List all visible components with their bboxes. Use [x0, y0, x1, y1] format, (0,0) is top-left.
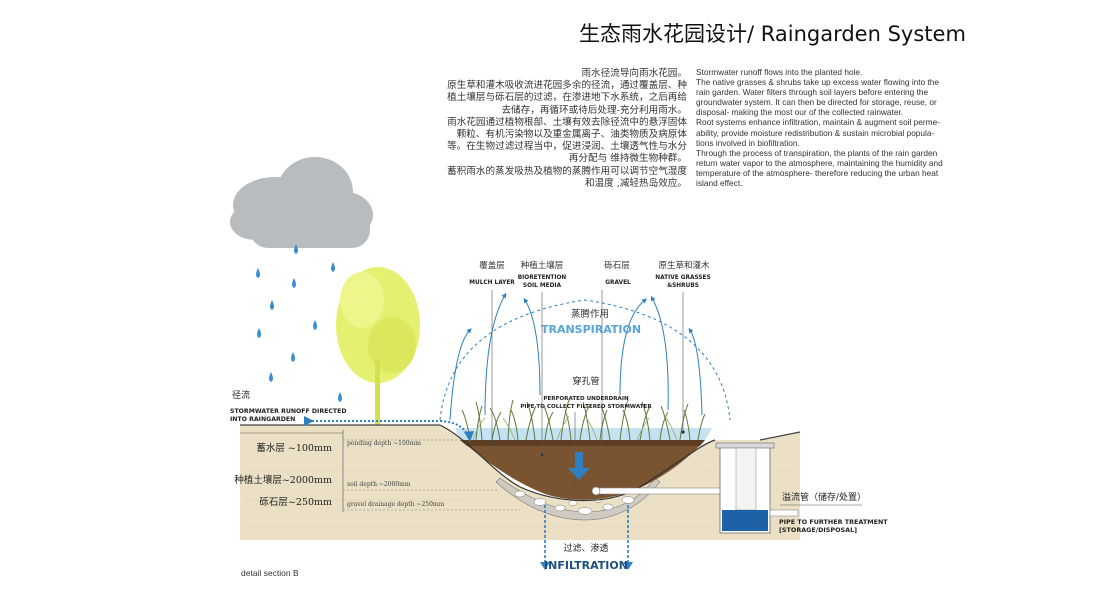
- runoff-label-2: INTO RAINGARDEN: [230, 416, 295, 423]
- infiltration-label-cn: 过滤、渗透: [563, 542, 608, 554]
- transpiration-dome: [439, 299, 731, 421]
- en-line: Stormwater runoff flows into the planted…: [696, 67, 863, 77]
- mulch-layer: [460, 440, 705, 446]
- soil-label-cn: 种植土壤层: [521, 260, 564, 271]
- cloud-icon: [230, 157, 373, 248]
- ponding-depth-label: ponding depth ~100mm: [347, 440, 421, 447]
- gravel-layer: [495, 477, 661, 521]
- cn-line: 雨水花园通过植物根部、土壤有效去除径流中的悬浮固体: [447, 116, 687, 128]
- page-title: 生态雨水花园设计/ Raingarden System: [579, 22, 966, 46]
- transpiration-arrows: [449, 292, 703, 421]
- mulch-label: MULCH LAYER: [469, 280, 515, 286]
- runoff-label-cn: 径流: [232, 389, 250, 401]
- ponding-water: [455, 428, 712, 440]
- en-line: return water vapor to the atmosphere, ma…: [696, 157, 943, 168]
- underdrain-label-cn: 穿孔管: [572, 375, 599, 387]
- transpiration-label: TRANSPIRATION: [541, 323, 641, 336]
- soil-label: BIORETENTION: [518, 275, 567, 281]
- down-arrow-icon: [568, 452, 590, 480]
- en-line: temperature of the atmosphere- therefore…: [696, 167, 939, 178]
- raindrop-icon: [270, 300, 274, 310]
- cn-line: 再分配与 维持微生物种群。: [568, 153, 687, 165]
- description-chinese: 雨水径流导向雨水花园。 原生草和灌木吸收流进花园多余的径流，通过覆盖层、种 植土…: [420, 68, 687, 190]
- cn-line: 蓄积雨水的蒸发吸热及植物的蒸腾作用可以调节空气湿度: [447, 165, 687, 177]
- ground-section: [240, 425, 800, 540]
- raindrop-icon: [331, 262, 335, 272]
- depth-annotations: 蓄水层 ~100mm ponding depth ~100mm 种植土壤层~20…: [234, 430, 520, 512]
- cn-line: 原生草和灌木吸收流进花园多余的径流，通过覆盖层、种: [447, 80, 687, 92]
- soil-label-2: SOIL MEDIA: [523, 283, 562, 289]
- overflow-structure: [715, 442, 799, 534]
- grasses-label: NATIVE GRASSES: [655, 275, 710, 281]
- gravel-label-cn: 砾石层: [604, 260, 630, 271]
- en-line: tions involved in biofiltration.: [696, 137, 800, 148]
- overflow-label: PIPE TO FURTHER TREATMENT: [779, 518, 888, 526]
- en-line: rain garden. Water filters through soil …: [696, 87, 929, 98]
- raindrop-icon: [338, 392, 342, 402]
- cn-line: 雨水径流导向雨水花园。: [581, 68, 687, 79]
- gravel-depth-label: gravel drainage depth ~250mm: [347, 501, 445, 508]
- overflow-label-2: [STORAGE/DISPOSAL]: [779, 526, 857, 534]
- caption: detail section B: [241, 568, 299, 578]
- ground-texture: [245, 469, 800, 526]
- raindrop-icon: [292, 278, 296, 288]
- raindrop-icon: [313, 320, 317, 330]
- grasses-label-cn: 原生草和灌木: [658, 260, 710, 271]
- description-english: Stormwater runoff flows into the planted…: [696, 67, 956, 188]
- gravel-depth-label-cn: 砾石层~250mm: [259, 496, 332, 508]
- raindrop-icon: [291, 352, 295, 362]
- en-line: disposal- making the most our of the col…: [696, 107, 904, 118]
- en-line: Root systems enhance infiltration, maint…: [696, 117, 940, 128]
- underdrain-pipe: [591, 486, 727, 496]
- raindrop-icon: [256, 268, 260, 278]
- raindrop-icon: [257, 328, 261, 338]
- mulch-label-cn: 覆盖层: [479, 260, 505, 271]
- runoff-arrow: [304, 416, 474, 442]
- en-line: ability, provide moisture redistribution…: [696, 127, 935, 138]
- raindrops: [256, 244, 342, 402]
- cn-line: 植土壤层与砾石层的过滤，在渗进地下水系统，之后再给: [447, 92, 687, 104]
- en-line: Through the process of transpiration, th…: [696, 147, 938, 158]
- en-line: groundwater system. It can then be direc…: [696, 97, 937, 108]
- raindrop-icon: [294, 244, 298, 254]
- underdrain-label-2: PIPE TO COLLECT FILTERED STORMWATER: [520, 404, 652, 410]
- transpiration-label-cn: 蒸腾作用: [571, 308, 609, 320]
- soil-depth-label: soil depth ~2000mm: [347, 481, 411, 488]
- grasses-label-2: &SHRUBS: [667, 283, 699, 289]
- soil-depth-label-cn: 种植土壤层~2000mm: [234, 474, 332, 486]
- raindrop-icon: [269, 372, 273, 382]
- cn-line: 去储存，再循环或待后处理-充分利用雨水。: [501, 104, 687, 116]
- overflow-label-cn: 溢流管（储存/处置）: [782, 491, 866, 503]
- cn-line: 和温度 ,减轻热岛效应。: [584, 177, 687, 189]
- en-line: island effect.: [696, 178, 743, 189]
- tree-icon: [336, 267, 420, 427]
- cn-line: 等。在生物过滤过程当中，促进浸润、土壤透气性与水分: [447, 141, 687, 153]
- ponding-depth-label-cn: 蓄水层 ~100mm: [256, 442, 332, 454]
- cn-line: 颗粒、有机污染物以及重金属离子、油类物质及病原体: [456, 129, 687, 141]
- en-line: The native grasses & shrubs take up exce…: [696, 77, 940, 88]
- underdrain-label: PERFORATED UNDERDRAIN: [543, 396, 629, 402]
- infiltration-label: INFILTRATION: [544, 559, 628, 572]
- gravel-label: GRAVEL: [605, 280, 631, 286]
- runoff-label: STORMWATER RUNOFF DIRECTED: [230, 408, 346, 415]
- infiltration-arrows: [544, 505, 629, 562]
